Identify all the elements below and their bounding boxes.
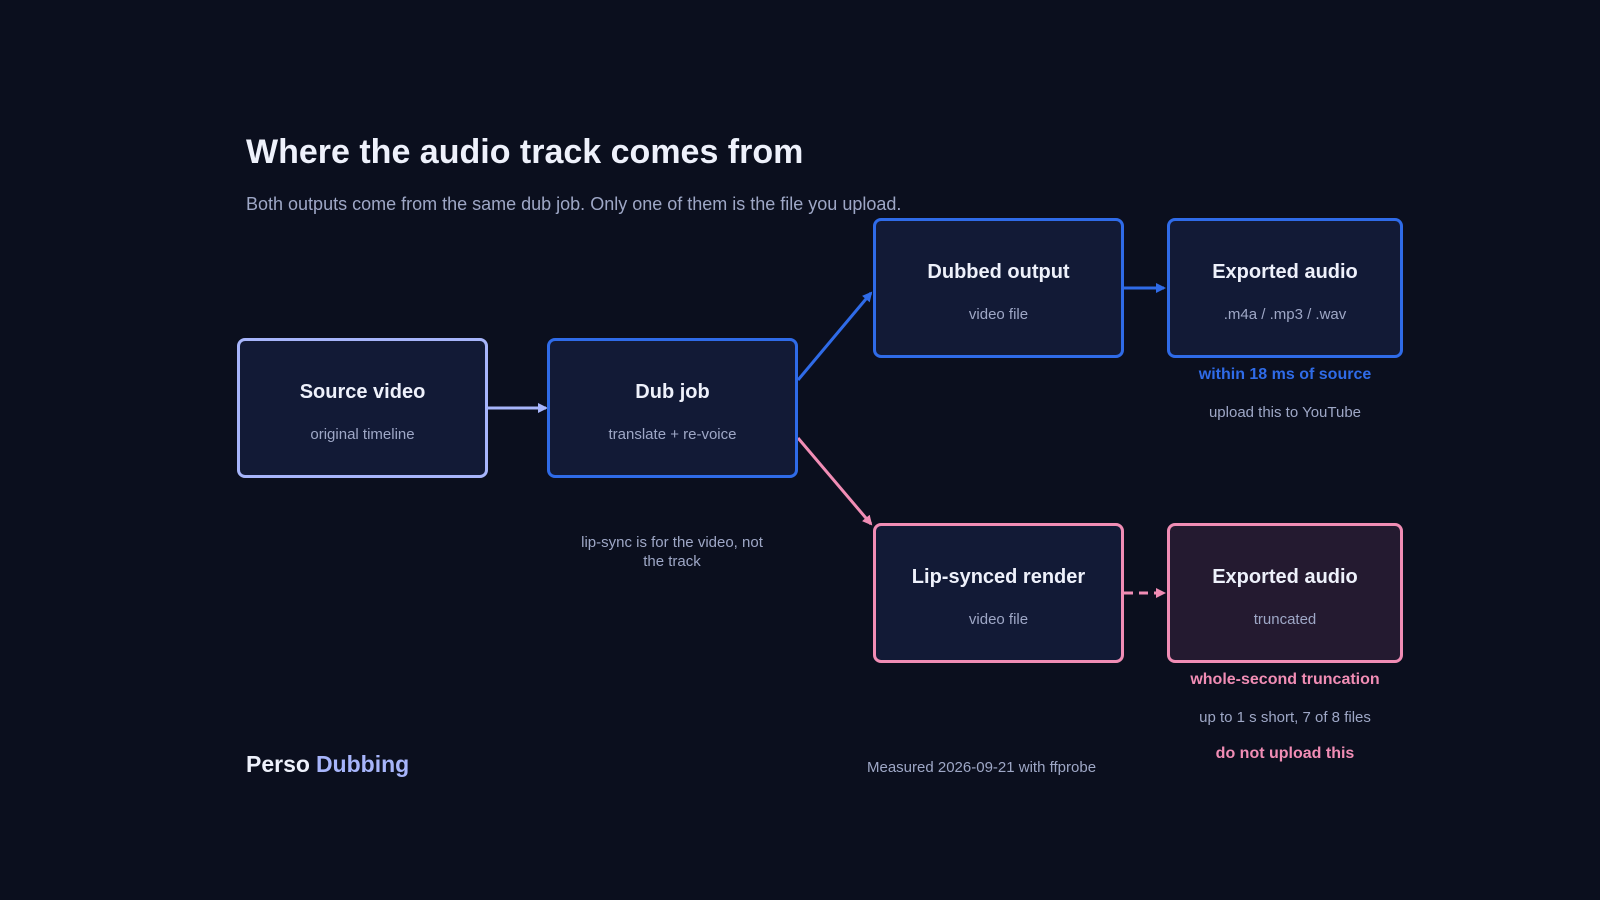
measured-footnote: Measured 2026-09-21 with ffprobe	[867, 759, 1097, 776]
node-title: Source video	[299, 381, 426, 403]
node-subtitle: translate + re-voice	[608, 426, 737, 443]
good-metric-label: within 18 ms of source	[1198, 366, 1372, 383]
node-dubbed-output: Dubbed output video file	[873, 218, 1124, 358]
bad-action-label: do not upload this	[1215, 745, 1355, 762]
node-subtitle: original timeline	[310, 426, 415, 443]
brand-secondary: Dubbing	[315, 751, 410, 777]
bad-metric-label: whole-second truncation	[1190, 671, 1380, 688]
good-action-label: upload this to YouTube	[1208, 404, 1362, 421]
node-exported-audio-good: Exported audio .m4a / .mp3 / .wav	[1167, 218, 1403, 358]
page-title: Where the audio track comes from	[246, 133, 804, 171]
node-subtitle: .m4a / .mp3 / .wav	[1223, 306, 1347, 323]
node-title: Lip-synced render	[911, 566, 1086, 588]
node-title: Dubbed output	[927, 261, 1070, 283]
node-subtitle: truncated	[1253, 611, 1317, 628]
node-title: Dub job	[635, 381, 710, 403]
arrow-dub-job-to-dubbed-output	[796, 291, 873, 381]
node-title: Exported audio	[1212, 566, 1358, 588]
node-exported-audio-bad: Exported audio truncated	[1167, 523, 1403, 663]
bad-detail-label: up to 1 s short, 7 of 8 files	[1199, 709, 1371, 726]
node-lipsync-render: Lip-synced render video file	[873, 523, 1124, 663]
node-subtitle: video file	[968, 306, 1029, 323]
node-source-video: Source video original timeline	[237, 338, 488, 478]
page-subtitle: Both outputs come from the same dub job.…	[246, 194, 902, 214]
node-subtitle: video file	[968, 611, 1029, 628]
lipsync-note: lip-sync is for the video, not the track	[581, 534, 763, 570]
node-dub-job: Dub job translate + re-voice	[547, 338, 798, 478]
brand-primary: Perso	[246, 751, 310, 777]
arrow-dub-job-to-lipsync-render	[796, 437, 873, 526]
node-title: Exported audio	[1212, 261, 1358, 283]
